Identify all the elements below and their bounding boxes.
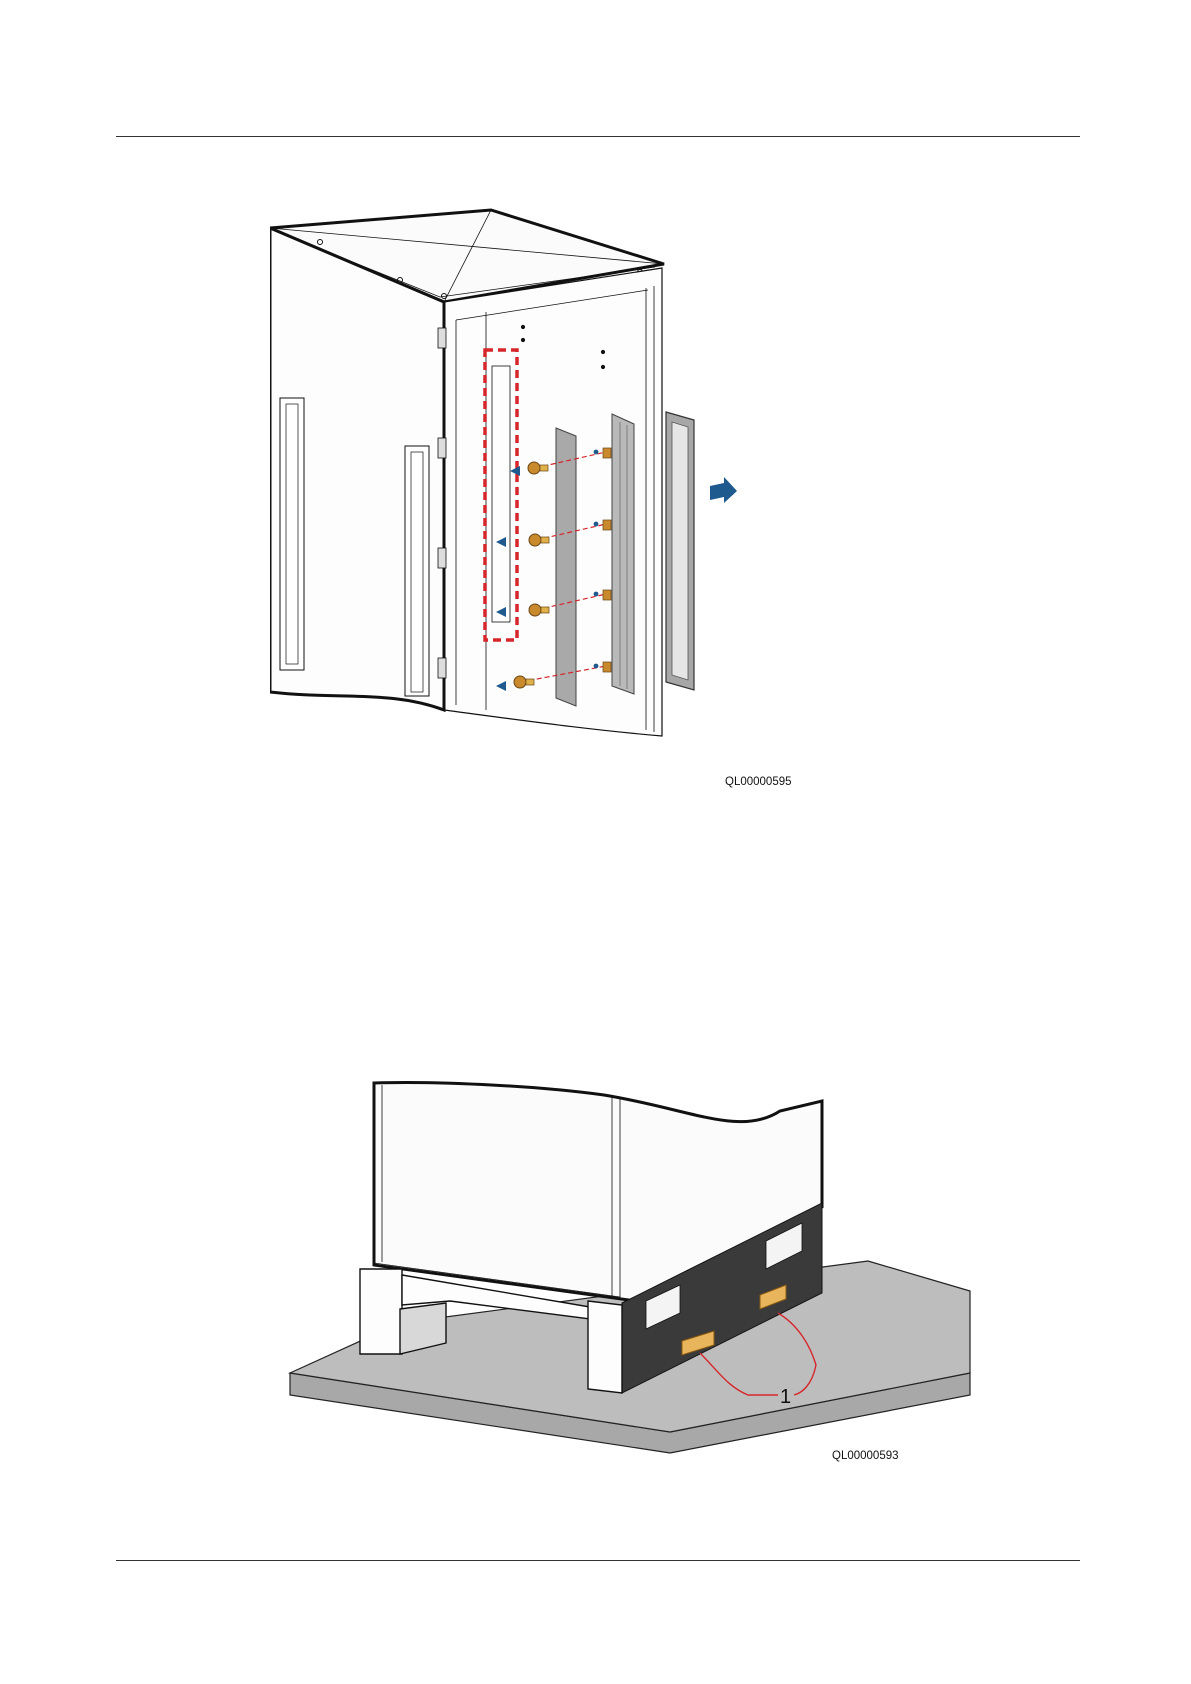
cabinet-left-side: [270, 228, 444, 710]
figure-panel-removal: QL00000595: [270, 200, 830, 790]
figure-cabinet-base: 1 QL00000593: [270, 1075, 990, 1465]
footer-rule: [116, 1560, 1080, 1561]
header-rule: [116, 136, 1080, 137]
figure-code: QL00000595: [725, 776, 792, 788]
callout-number: 1: [780, 1386, 791, 1408]
removal-arrow-icon: [710, 477, 737, 503]
figure-code: QL00000593: [832, 1450, 899, 1462]
filler-plate: [556, 428, 576, 706]
removed-side-panel: [666, 412, 694, 690]
mounting-rail: [612, 414, 634, 694]
